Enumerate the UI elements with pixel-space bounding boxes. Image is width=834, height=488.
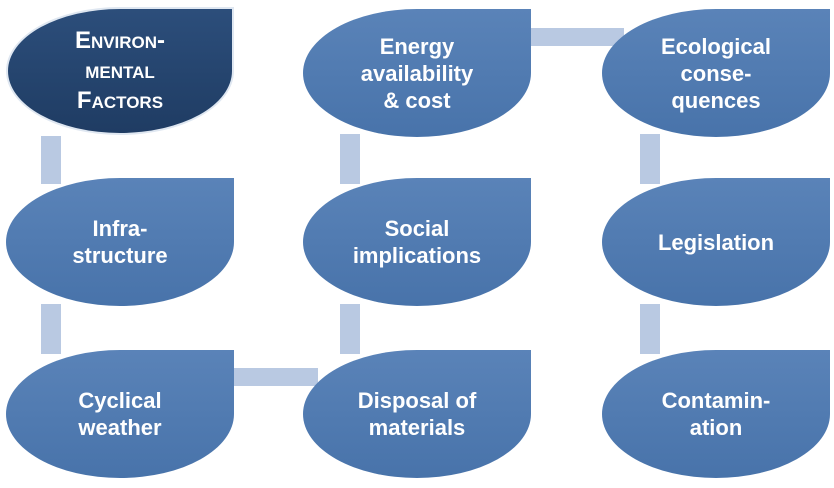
connector-ecological-to-legislation xyxy=(640,134,660,184)
node-ecological-consequences: Ecological conse- quences xyxy=(602,9,830,137)
node-contamination: Contamin- ation xyxy=(602,350,830,478)
node-disposal-of-materials: Disposal of materials xyxy=(303,350,531,478)
node-cyclical-weather: Cyclical weather xyxy=(6,350,234,478)
connector-energy-to-ecological xyxy=(530,28,624,46)
node-infrastructure: Infra- structure xyxy=(6,178,234,306)
connector-environmental-to-infrastructure xyxy=(41,136,61,184)
connector-disposal-to-social-implications xyxy=(340,304,360,354)
connector-infrastructure-to-cyclical-weather xyxy=(41,304,61,354)
node-energy-availability-cost: Energy availability & cost xyxy=(303,9,531,137)
node-environmental-factors: Environ- mental Factors xyxy=(6,7,234,135)
connector-social-implications-to-energy xyxy=(340,134,360,184)
node-social-implications: Social implications xyxy=(303,178,531,306)
connector-cyclical-weather-to-disposal xyxy=(232,368,318,386)
connector-legislation-to-contamination xyxy=(640,304,660,354)
node-legislation: Legislation xyxy=(602,178,830,306)
